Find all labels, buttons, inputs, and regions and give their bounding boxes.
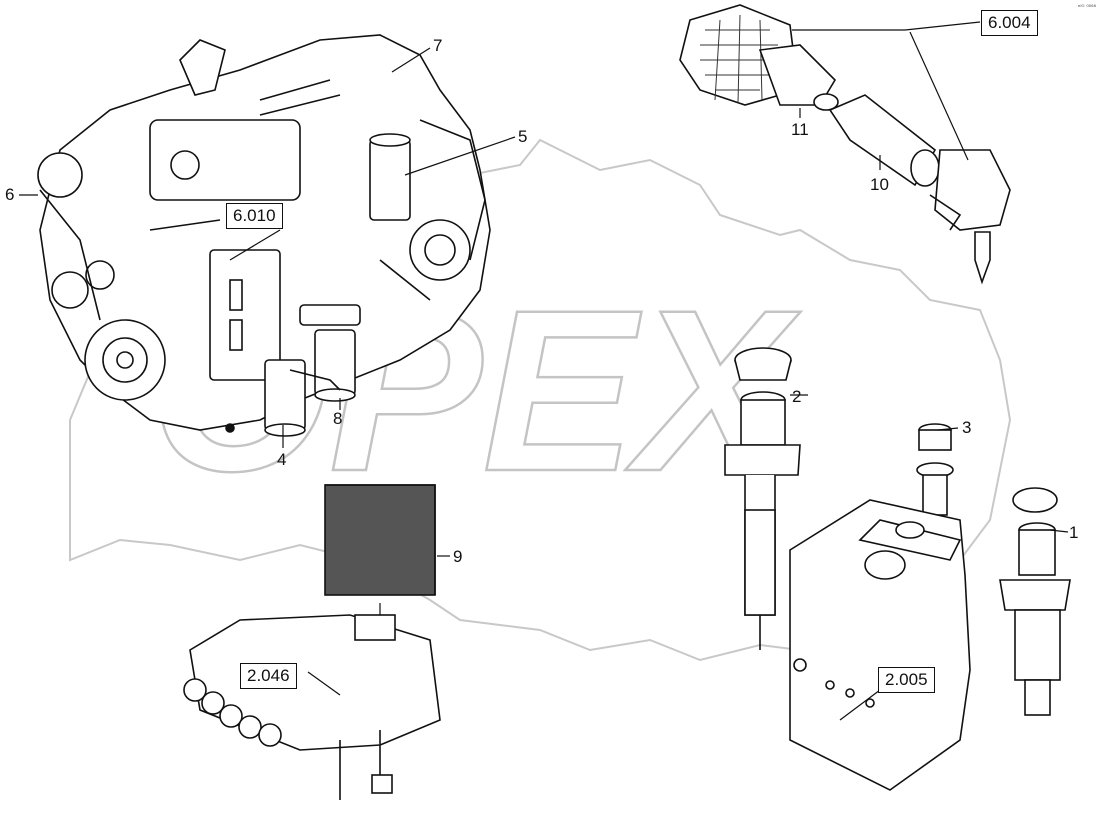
corner-mark: ᵉᴵᴼ ⁰⁰⁶⁶ xyxy=(1077,4,1096,11)
ref-box-hydraulic-tank[interactable]: 2.005 xyxy=(878,667,935,693)
callout-9[interactable]: 9 xyxy=(453,547,463,566)
return-filter-assembly xyxy=(999,487,1071,716)
ref-box-engine[interactable]: 6.010 xyxy=(226,203,283,229)
callout-6[interactable]: 6 xyxy=(5,185,15,204)
callout-2[interactable]: 2 xyxy=(792,387,802,406)
callout-10[interactable]: 10 xyxy=(870,175,889,194)
callout-8[interactable]: 8 xyxy=(333,409,343,428)
filter-cap-assembly xyxy=(724,347,801,650)
leader-lines xyxy=(19,21,1069,721)
hydraulic-tank-assembly xyxy=(789,423,971,791)
callout-11[interactable]: 11 xyxy=(791,120,809,139)
callout-4[interactable]: 4 xyxy=(277,450,287,469)
callout-7[interactable]: 7 xyxy=(433,36,443,55)
callout-3[interactable]: 3 xyxy=(962,418,972,437)
engine-assembly xyxy=(37,34,491,437)
ref-box-cab-unit[interactable]: 2.046 xyxy=(240,663,297,689)
callout-5[interactable]: 5 xyxy=(518,127,528,146)
cab-unit-assembly xyxy=(183,484,441,800)
air-filter-assembly xyxy=(679,4,1011,285)
ref-box-air-filter[interactable]: 6.004 xyxy=(981,10,1038,36)
callout-1[interactable]: 1 xyxy=(1069,523,1079,542)
